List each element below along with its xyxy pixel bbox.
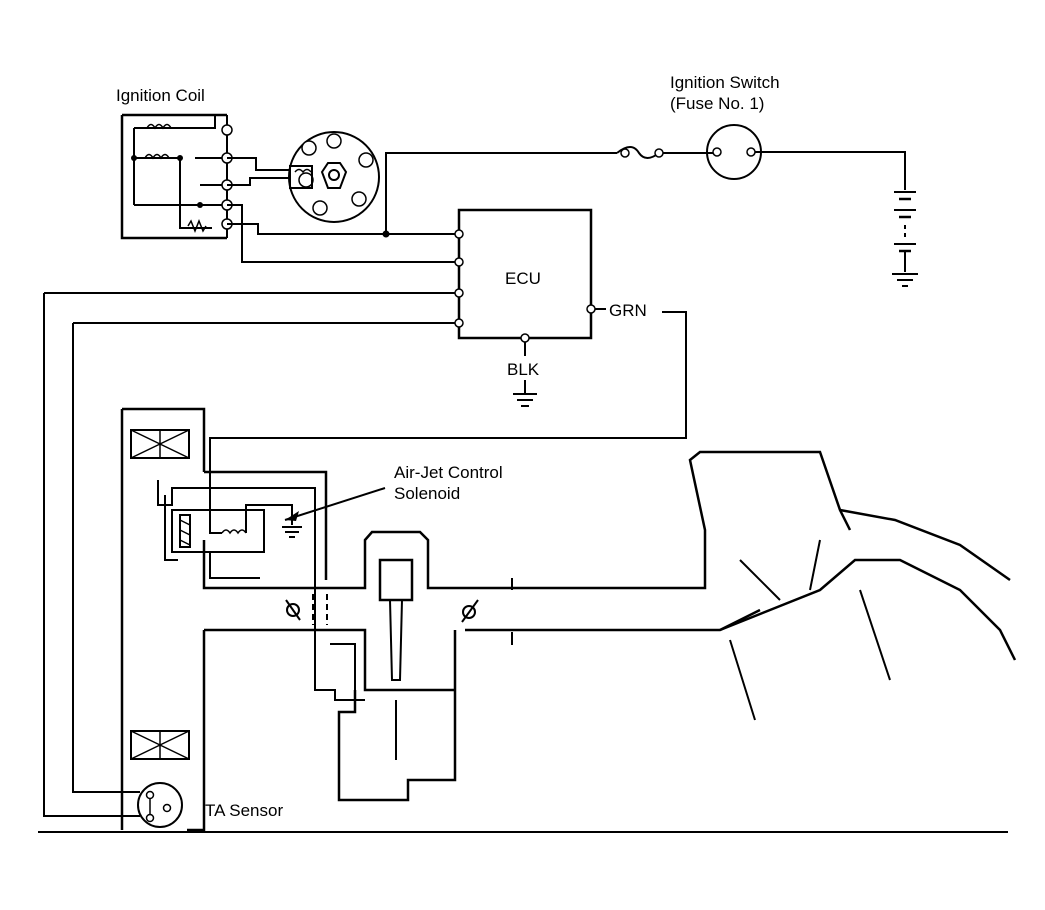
distributor <box>227 131 380 223</box>
ignition-switch-circuit <box>385 124 918 287</box>
fuse-label: (Fuse No. 1) <box>670 94 765 113</box>
ground-icon <box>892 273 918 287</box>
carburetor-body <box>120 407 1017 832</box>
ignition-switch-label: Ignition Switch <box>670 73 780 92</box>
ecu-label: ECU <box>505 269 541 288</box>
air-jet-label: Air-Jet Control <box>394 463 503 482</box>
blk-wire-label: BLK <box>507 360 540 379</box>
ignition-coil-label: Ignition Coil <box>116 86 205 105</box>
solenoid-label: Solenoid <box>394 484 461 503</box>
grn-wire-label: GRN <box>609 301 647 320</box>
ecu-box <box>44 204 687 510</box>
battery-icon <box>894 191 916 272</box>
ignition-coil <box>120 113 233 240</box>
ta-sensor-wiring <box>43 293 183 828</box>
air-jet-solenoid <box>157 480 386 580</box>
ta-sensor-label: TA Sensor <box>205 801 284 820</box>
